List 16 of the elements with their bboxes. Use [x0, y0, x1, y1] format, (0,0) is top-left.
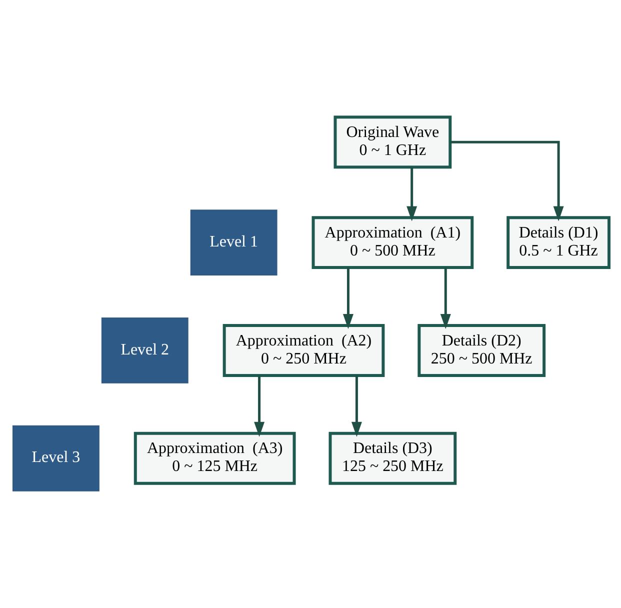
node-box: Approximation (A2) 0 ~ 250 MHz	[222, 324, 384, 377]
arrow	[342, 268, 353, 329]
node-box: Level 3	[12, 425, 99, 492]
node-box: Level 2	[100, 318, 188, 384]
node-box: Approximation (A1) 0 ~ 500 MHz	[311, 216, 474, 270]
node-box: Details (D3) 125 ~ 250 MHz	[328, 432, 456, 485]
arrow	[350, 376, 362, 437]
node-box: Approximation (A3) 0 ~ 125 MHz	[133, 432, 296, 485]
arrow	[406, 167, 417, 222]
arrow	[440, 268, 450, 329]
arrow	[450, 140, 564, 222]
arrow	[254, 376, 264, 437]
node-box: Details (D1) 0.5 ~ 1 GHz	[506, 216, 610, 270]
node-box: Original Wave 0 ~ 1 GHz	[333, 116, 452, 169]
node-box: Level 1	[190, 210, 277, 276]
node-box: Details (D2) 250 ~ 500 MHz	[417, 324, 546, 377]
